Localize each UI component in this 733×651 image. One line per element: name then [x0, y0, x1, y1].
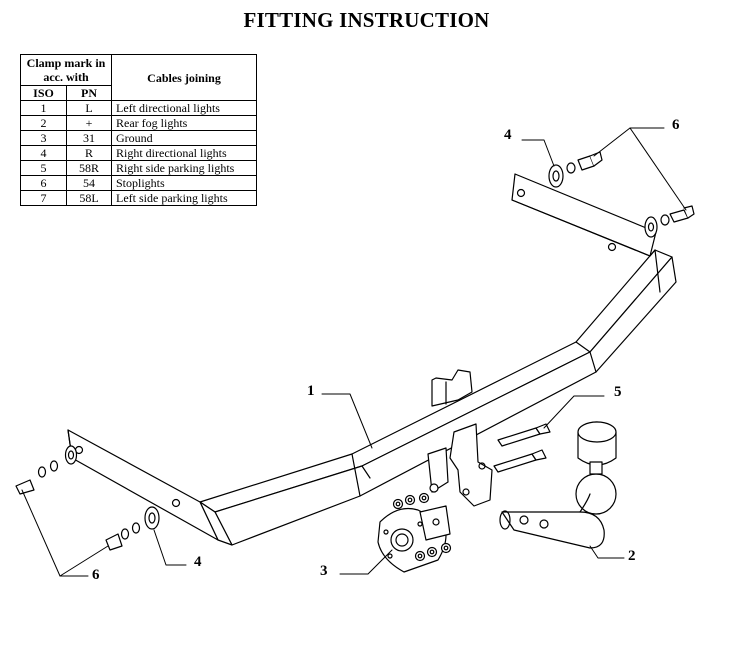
callout-1: 1 — [307, 383, 315, 399]
callout-6-bottom: 6 — [92, 567, 100, 583]
pn-cell: 54 — [66, 175, 112, 191]
left-washer-and-bolt-lower — [105, 506, 160, 551]
left-side-bracket — [67, 429, 219, 541]
callout-3: 3 — [320, 563, 328, 579]
left-washer-and-bolt-upper — [15, 445, 78, 495]
pn-cell: 58L — [66, 190, 112, 206]
desc-cell: Right side parking lights — [111, 160, 257, 176]
iso-cell: 5 — [19, 160, 68, 176]
cables-table: Clamp mark in acc. with Cables joining I… — [19, 54, 257, 206]
tow-ball-assembly — [499, 421, 617, 549]
desc-cell: Ground — [111, 130, 257, 146]
mount-bolts — [493, 423, 551, 473]
ball-mount-bracket — [427, 423, 493, 507]
socket-plate — [377, 505, 451, 573]
desc-cell: Stoplights — [111, 175, 257, 191]
callout-4-top: 4 — [504, 127, 512, 143]
table-row: 7 58L Left side parking lights — [19, 190, 257, 206]
table-row: 3 31 Ground — [19, 130, 257, 146]
callout-6-top: 6 — [672, 117, 680, 133]
socket-fasteners — [392, 483, 452, 562]
table-row: 4 R Right directional lights — [19, 145, 257, 161]
page-title: FITTING INSTRUCTION — [243, 8, 490, 32]
desc-cell: Right directional lights — [111, 145, 257, 161]
leader-lines — [21, 127, 687, 577]
callout-4-bottom: 4 — [194, 554, 202, 570]
cables-joining-header: Cables joining — [111, 54, 257, 101]
clamp-mark-header: Clamp mark in acc. with — [20, 54, 112, 86]
towbar-crossbar — [199, 249, 677, 546]
right-side-bracket — [511, 173, 657, 257]
center-lugs — [431, 369, 473, 407]
desc-cell: Left side parking lights — [111, 190, 257, 206]
iso-cell: 7 — [19, 190, 68, 206]
pn-header: PN — [66, 85, 112, 101]
right-washer-and-bolt — [644, 205, 695, 238]
callout-5: 5 — [614, 384, 622, 400]
pn-cell: 31 — [66, 130, 112, 146]
top-washer-and-bolt — [548, 151, 603, 188]
table-row: 6 54 Stoplights — [19, 175, 257, 191]
callout-2: 2 — [628, 548, 636, 564]
